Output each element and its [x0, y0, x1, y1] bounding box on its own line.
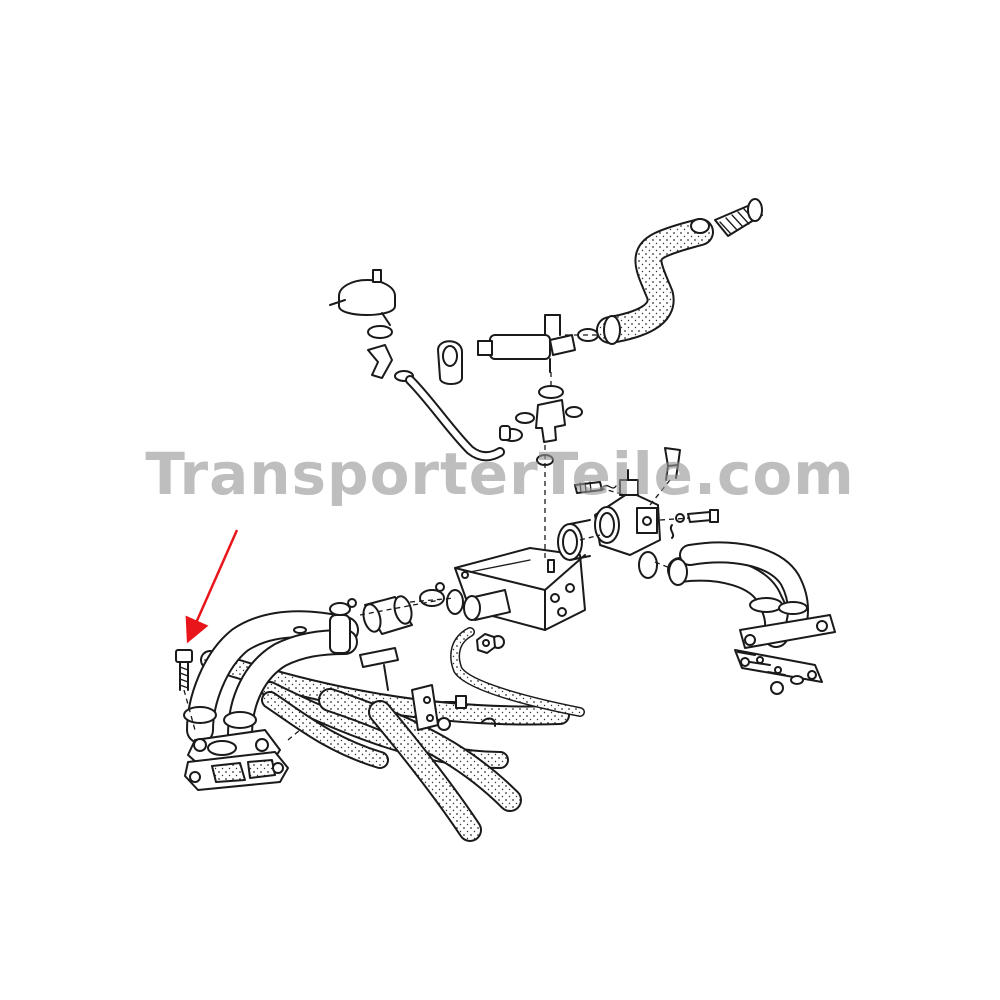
intake-sleeve: [557, 519, 591, 561]
upper-hose-clip: [367, 325, 393, 339]
center-o-ring: [446, 589, 464, 615]
assembly-lines: [183, 334, 691, 741]
throttle-sensor: [636, 507, 658, 534]
right-washer: [790, 675, 804, 685]
right-flange: [739, 614, 836, 649]
left-sleeve: [362, 595, 413, 635]
left-hose-clip: [329, 598, 357, 616]
bracket-nut: [437, 717, 451, 731]
hose-union: [499, 425, 511, 441]
pointer-arrow: [185, 529, 239, 644]
bracket-bolt: [443, 695, 467, 709]
right-bolts: [737, 651, 786, 676]
valve-clamp: [538, 328, 599, 399]
mounting-bracket: [411, 684, 439, 731]
right-gasket: [734, 649, 823, 683]
small-clip: [481, 717, 497, 727]
thin-vacuum-hose: [405, 375, 505, 462]
throttle-bracket: [437, 340, 463, 385]
corrugated-end-hose: [714, 198, 763, 237]
lower-bent-pipe: [450, 627, 585, 717]
right-o-ring: [638, 551, 658, 579]
auxiliary-valve: [477, 314, 561, 373]
t-connector: [535, 399, 566, 443]
pipe-stub: [463, 589, 511, 621]
hex-nut: [476, 633, 496, 654]
bolt: [175, 649, 193, 691]
right-nut: [770, 681, 784, 695]
valve-fitting: [549, 334, 576, 356]
throttle-clip: [669, 524, 675, 539]
throttle-spring: [602, 484, 617, 489]
adjusting-screw: [574, 481, 603, 494]
screw-washer: [675, 513, 685, 523]
breather-hose-clamp: [690, 218, 710, 234]
t-connector-clips: [515, 406, 583, 466]
left-gasket: [184, 751, 289, 791]
left-coolant-pipe: [183, 610, 359, 748]
hose-bracket: [359, 647, 399, 691]
large-breather-hose: [596, 218, 714, 345]
vacuum-canister: [329, 269, 396, 326]
temperature-sensor: [664, 447, 681, 481]
screw: [687, 509, 719, 523]
elbow-connector: [367, 344, 393, 379]
